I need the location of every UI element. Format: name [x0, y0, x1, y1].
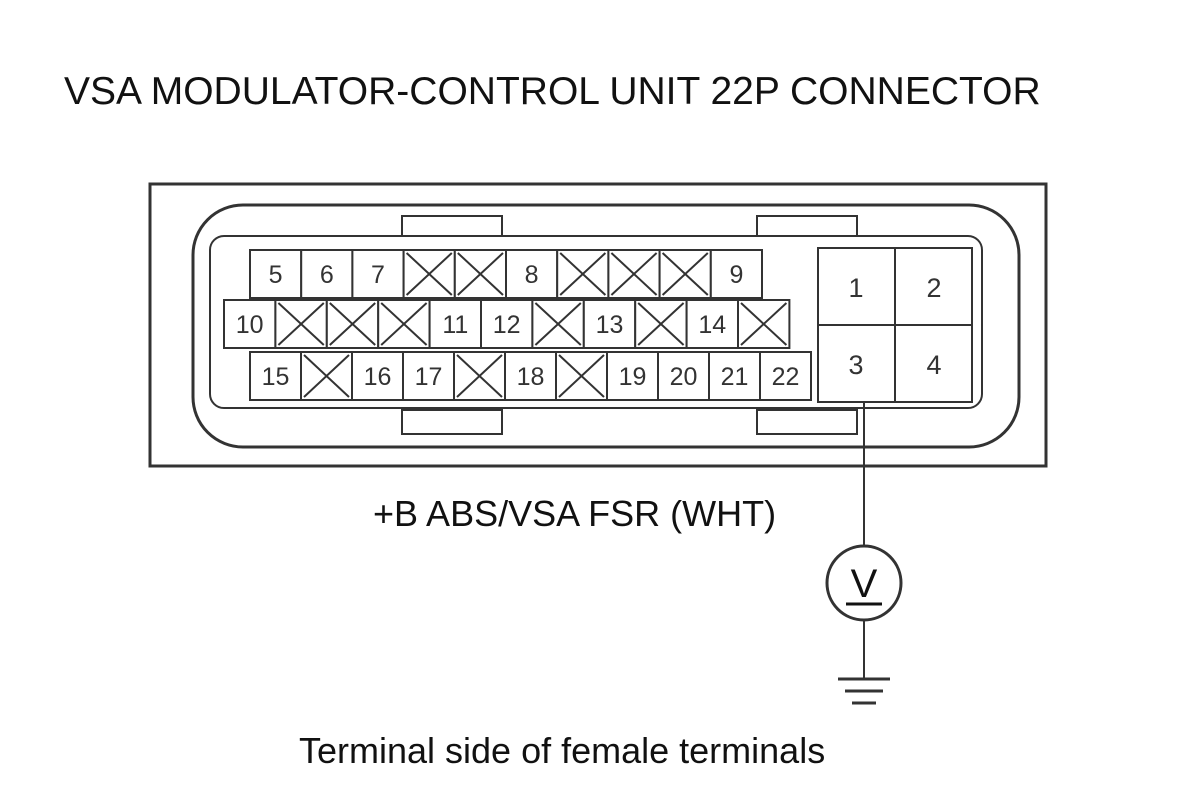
- cavity-outline: [249, 351, 302, 401]
- cavity-outline: [428, 299, 483, 349]
- cavity-outline: [759, 351, 812, 401]
- blank-cross-line: [637, 302, 685, 346]
- terminal-cavity-17: 17: [402, 351, 455, 401]
- terminal-15-label: 15: [262, 363, 290, 391]
- terminal-19-label: 19: [619, 363, 647, 391]
- blank-cavity: [531, 299, 585, 349]
- blank-cross-line: [661, 252, 709, 296]
- connector-housing: [148, 182, 1048, 468]
- ground-icon: [838, 677, 890, 705]
- cavity-outline: [223, 299, 277, 349]
- terminal-18-label: 18: [517, 363, 545, 391]
- housing-shell: [191, 203, 1021, 449]
- terminal-cavity-7: 7: [351, 249, 405, 299]
- terminal-11-label: 11: [442, 311, 468, 339]
- blank-cavity: [737, 299, 791, 349]
- blank-cavity: [634, 299, 688, 349]
- blank-cross-line: [559, 252, 607, 296]
- terminal-17-label: 17: [415, 363, 443, 391]
- locking-tab-top-left: [401, 215, 503, 237]
- terminal-1-label: 1: [848, 273, 863, 303]
- large-terminal-block: 1 2 3 4: [817, 247, 973, 403]
- terminal-cavity-15: 15: [249, 351, 302, 401]
- blank-cross-line: [558, 354, 605, 398]
- blank-cross-line: [610, 252, 658, 296]
- terminal-cavity-13: 13: [582, 299, 637, 349]
- cavity-outline: [300, 249, 354, 299]
- blank-cavity: [377, 299, 431, 349]
- cavity-outline: [709, 249, 763, 299]
- cavity-outline: [505, 249, 559, 299]
- blank-cross-line: [329, 302, 376, 346]
- cavity-outline: [480, 299, 534, 349]
- blank-cross-line: [303, 354, 350, 398]
- terminal-cavity-22: 22: [759, 351, 812, 401]
- terminal-8-label: 8: [525, 261, 539, 289]
- housing-inner-face: [209, 235, 983, 409]
- voltmeter-icon: V: [825, 544, 903, 622]
- blank-cavity: [555, 351, 608, 401]
- cavity-outline: [685, 299, 739, 349]
- terminal-5-label: 5: [269, 261, 283, 289]
- terminal-16-label: 16: [364, 363, 392, 391]
- terminal-6-label: 6: [320, 261, 334, 289]
- blank-cavity: [325, 299, 380, 349]
- terminal-12-label: 12: [493, 311, 521, 339]
- terminal-22-label: 22: [772, 363, 800, 391]
- blank-cross-line: [277, 302, 325, 346]
- terminal-3-label: 3: [848, 350, 863, 380]
- blank-cross-line: [456, 354, 503, 398]
- terminal-4-label: 4: [926, 350, 941, 380]
- terminal-cavity-11: 11: [428, 299, 483, 349]
- blank-cross-line: [740, 302, 788, 346]
- terminal-cavity-14: 14: [685, 299, 739, 349]
- terminal-cavity-19: 19: [606, 351, 659, 401]
- blank-cavity: [402, 249, 456, 299]
- terminal-cavity-6: 6: [300, 249, 354, 299]
- cavity-outline: [657, 351, 710, 401]
- footer-caption: Terminal side of female terminals: [299, 730, 825, 771]
- blank-cavity: [453, 249, 507, 299]
- locking-tab-top-right: [756, 215, 858, 237]
- terminal-cavity-5: 5: [249, 249, 303, 299]
- blank-cross-line: [457, 252, 504, 296]
- cavity-outline: [351, 351, 404, 401]
- wire-label: +B ABS/VSA FSR (WHT): [373, 493, 776, 534]
- blank-cross-line: [380, 302, 428, 346]
- terminal-20-label: 20: [670, 363, 698, 391]
- terminal-9-label: 9: [729, 261, 743, 289]
- terminal-14-label: 14: [698, 311, 726, 339]
- blank-cavity: [300, 351, 353, 401]
- terminal-21-label: 21: [721, 363, 749, 391]
- terminal-10-label: 10: [236, 311, 264, 339]
- terminal-cavity-12: 12: [480, 299, 534, 349]
- diagram-title: VSA MODULATOR-CONTROL UNIT 22P CONNECTOR: [64, 70, 1041, 113]
- voltmeter-symbol: V: [851, 562, 878, 606]
- terminal-2-label: 2: [926, 273, 941, 303]
- small-terminal-cavities: 5 6 7 8 9 10 11 12 13 14 15 16 17 18 19 20 21 22: [223, 249, 812, 401]
- locking-tab-bottom-right: [756, 409, 858, 435]
- blank-cavity: [274, 299, 328, 349]
- terminal-cavity-18: 18: [504, 351, 557, 401]
- terminal-cavity-21: 21: [708, 351, 761, 401]
- blank-cross-line: [405, 252, 453, 296]
- blank-cavity: [556, 249, 610, 299]
- blank-cavity: [607, 249, 661, 299]
- terminal-cavity-20: 20: [657, 351, 710, 401]
- terminal-7-label: 7: [371, 261, 385, 289]
- blank-cavity: [453, 351, 506, 401]
- locking-tab-bottom-left: [401, 409, 503, 435]
- terminal-cavity-16: 16: [351, 351, 404, 401]
- terminal-cavity-8: 8: [505, 249, 559, 299]
- terminal-13-label: 13: [596, 311, 624, 339]
- housing-outer-frame: [148, 182, 1048, 468]
- blank-cavity: [658, 249, 712, 299]
- blank-cross-line: [534, 302, 582, 346]
- terminal-cavity-10: 10: [223, 299, 277, 349]
- terminal-cavity-9: 9: [709, 249, 763, 299]
